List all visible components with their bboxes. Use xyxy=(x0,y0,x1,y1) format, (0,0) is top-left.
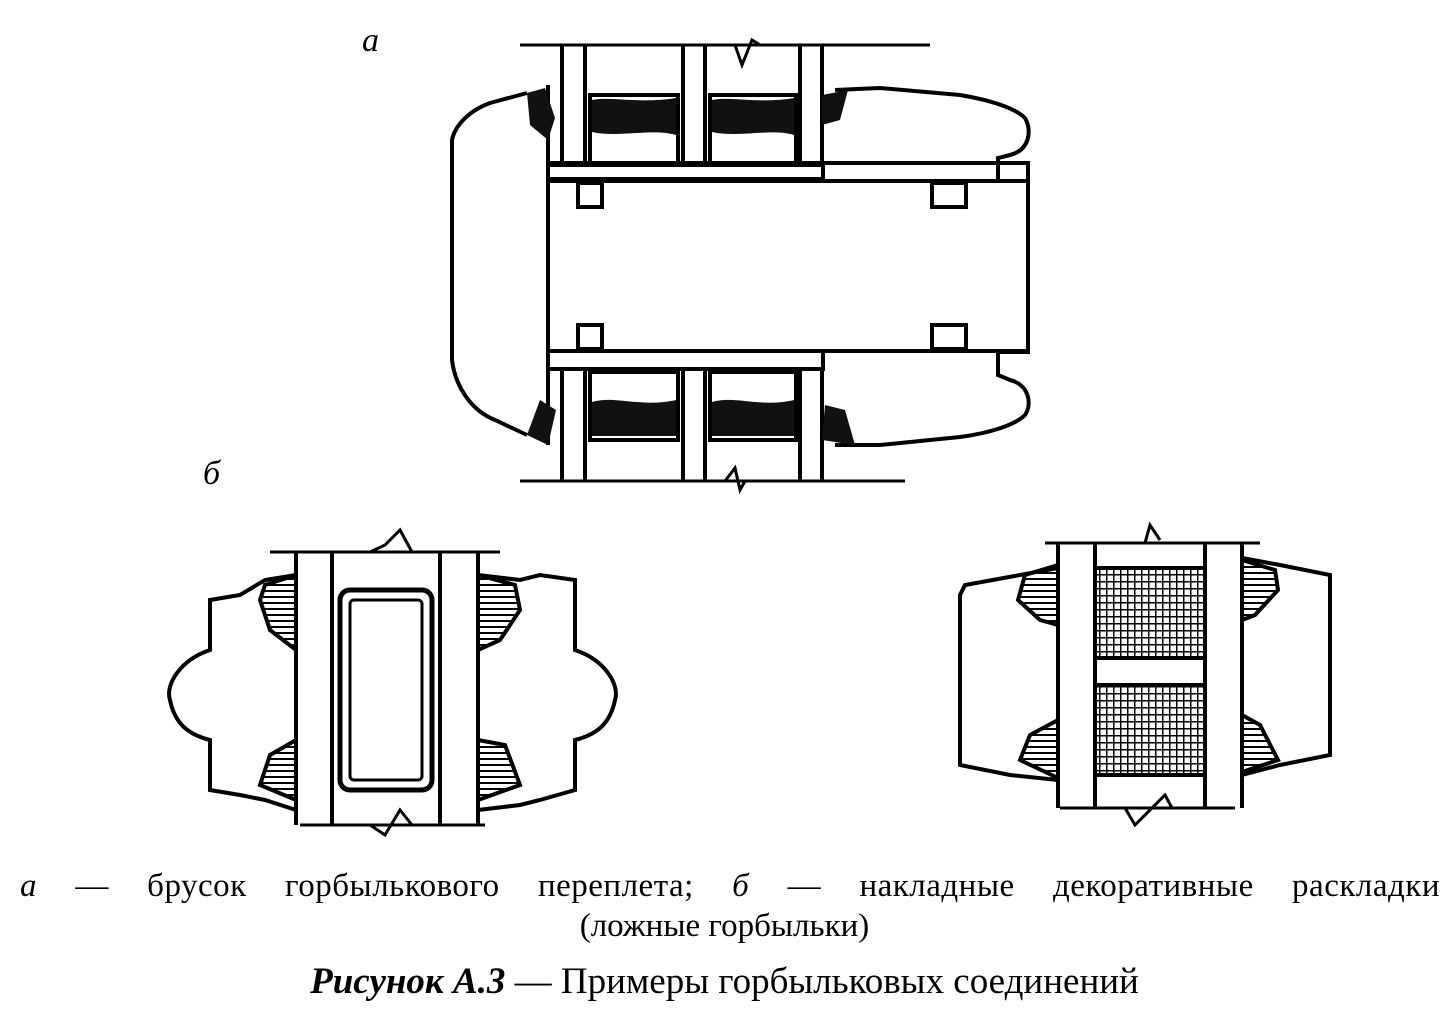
figure-title-text: — Примеры горбыльковых соединений xyxy=(505,961,1139,1002)
figure-drawing xyxy=(167,37,1332,838)
panel-label-b: б xyxy=(203,455,221,492)
caption-text-a: — брусок горбылькового переплета; xyxy=(37,868,733,904)
drawing-a-sash-bar xyxy=(450,37,1031,495)
drawing-b-left-decorative-bar xyxy=(167,527,618,838)
panel-label-a: а xyxy=(362,22,379,59)
figure-number: Рисунок А.3 xyxy=(310,961,506,1002)
caption-letter-b: б xyxy=(732,868,750,904)
drawing-b-right-decorative-bar xyxy=(958,521,1332,828)
figure-title: Рисунок А.3 — Примеры горбыльковых соеди… xyxy=(0,960,1449,1003)
caption-text-b: — накладные декоративные раскладки xyxy=(749,868,1440,904)
caption-letter-a: а xyxy=(20,868,37,904)
caption-legend: а — брусок горбылькового переплета; б — … xyxy=(20,868,1440,905)
caption-legend-continued: (ложные горбыльки) xyxy=(579,908,870,944)
